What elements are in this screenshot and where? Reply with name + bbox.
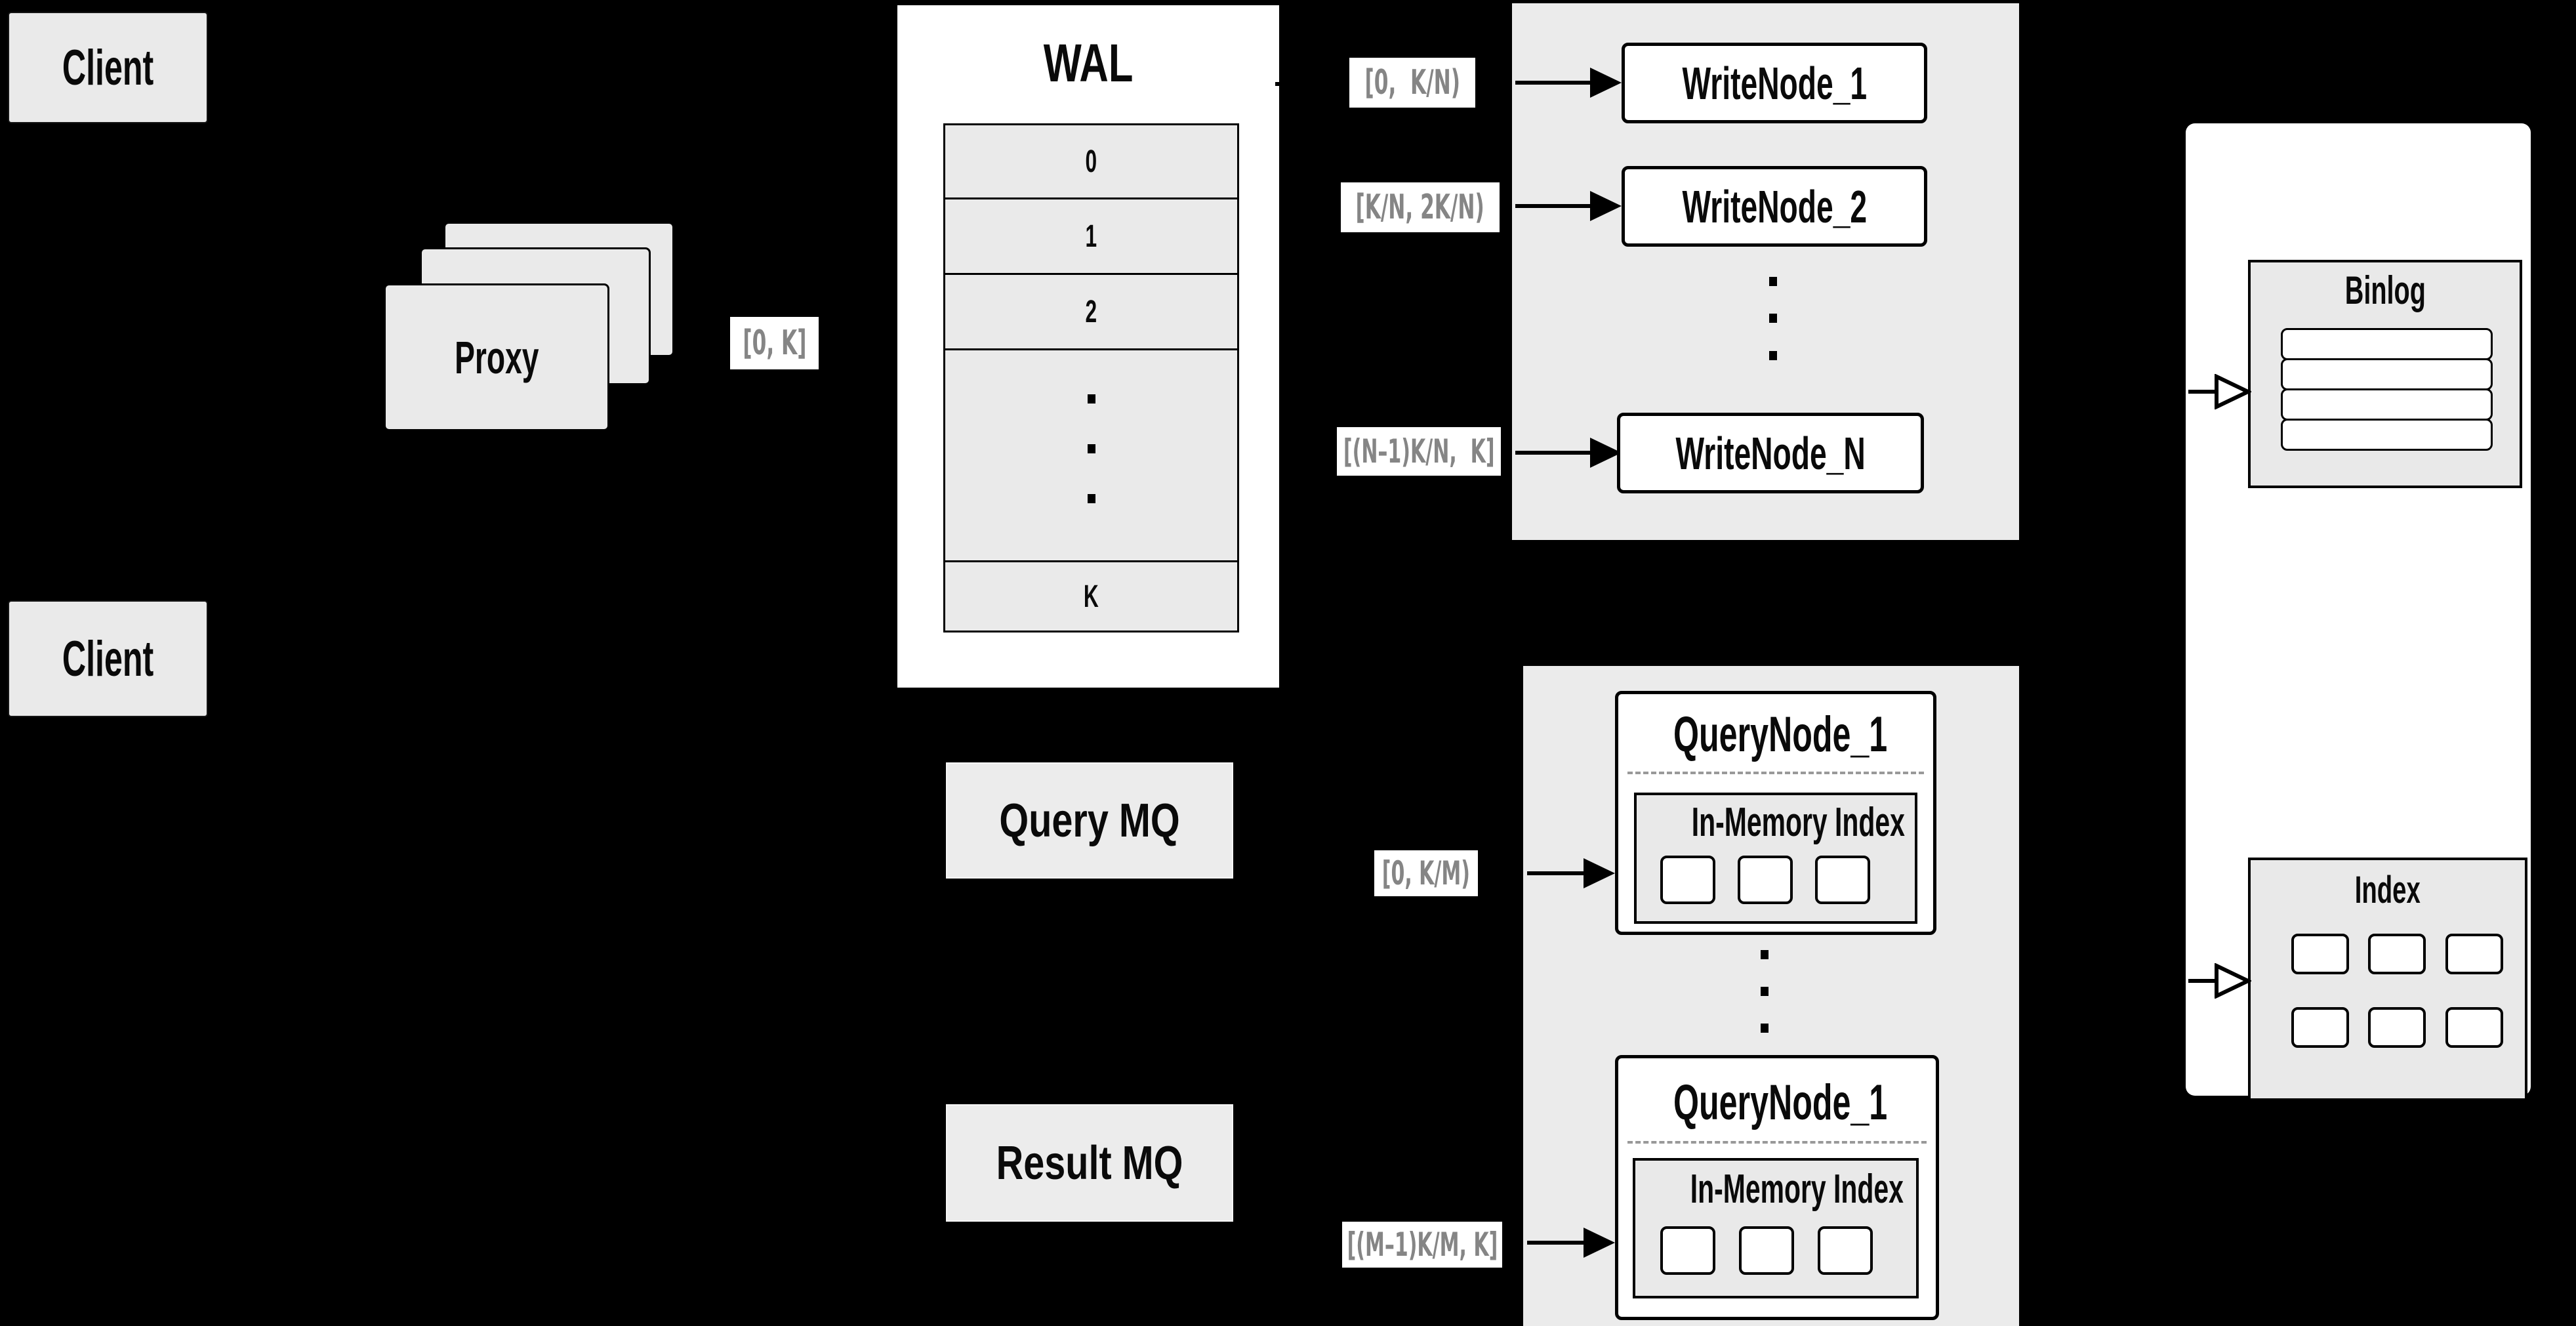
- binlog-title: Binlog: [2344, 268, 2426, 312]
- binlog-row: [2281, 358, 2493, 390]
- vertical-ellipsis: [1769, 277, 1777, 286]
- dashed-divider: [1627, 1141, 1927, 1144]
- index-cell: [2291, 934, 2349, 974]
- wal-slot-2: 2: [943, 273, 1239, 350]
- segment-cell: [1738, 856, 1793, 904]
- arrow-line: [2188, 979, 2217, 983]
- proxy-box-front: Proxy: [384, 283, 609, 431]
- segment-cell: [1818, 1226, 1873, 1275]
- index-cell: [2368, 934, 2426, 974]
- vertical-ellipsis: [1761, 1024, 1768, 1033]
- arrow-line: [1527, 1241, 1586, 1245]
- segment-cell: [1660, 1226, 1715, 1275]
- arrow-head-icon: [1590, 438, 1622, 468]
- wal-slot-ellipsis: [943, 348, 1239, 562]
- client-box-top: Client: [8, 12, 208, 123]
- open-arrow-head-icon: [2215, 374, 2251, 409]
- range-label-write-n: [(N–1)K/N, K]: [1337, 427, 1501, 476]
- index-cell: [2445, 934, 2503, 974]
- index-box: Index: [2248, 858, 2527, 1101]
- arrow-head-icon: [1590, 68, 1622, 98]
- client-bottom-label: Client: [62, 631, 154, 687]
- binlog-row: [2281, 419, 2493, 451]
- in-memory-index-title: In-Memory Index: [1691, 800, 1905, 845]
- segment-cell: [1660, 856, 1715, 904]
- arrow-line: [1527, 871, 1586, 875]
- write-node-2: WriteNode_2: [1622, 166, 1927, 247]
- client-box-bottom: Client: [8, 600, 208, 717]
- binlog-row: [2281, 328, 2493, 360]
- range-label-write-2: [K/N, 2K/N): [1341, 182, 1500, 232]
- client-top-label: Client: [62, 39, 154, 96]
- index-cell: [2291, 1007, 2349, 1048]
- vertical-ellipsis: [1761, 987, 1768, 996]
- arrow-line: [1515, 451, 1593, 455]
- index-cell: [2445, 1007, 2503, 1048]
- segment-cell: [1739, 1226, 1794, 1275]
- range-label-query-m: [(M–1)K/M, K]: [1342, 1222, 1502, 1268]
- range-label-proxy-out: [0, K]: [730, 317, 819, 369]
- arrow-head-icon: [1590, 191, 1622, 221]
- dashed-divider: [1627, 772, 1924, 774]
- arrow-line: [2188, 390, 2217, 394]
- in-memory-index-title: In-Memory Index: [1690, 1167, 1904, 1212]
- vertical-ellipsis: [1761, 950, 1768, 959]
- proxy-label: Proxy: [454, 331, 539, 383]
- arrow-line: [1515, 204, 1593, 208]
- wal-title: WAL: [1043, 33, 1134, 93]
- query-node-second: QueryNode_1 In-Memory Index: [1615, 1055, 1939, 1320]
- range-label-write-1: [0, K/N): [1349, 58, 1475, 108]
- wal-slot-k: K: [943, 560, 1239, 632]
- result-mq-box: Result MQ: [946, 1104, 1233, 1222]
- vertical-ellipsis: [1769, 351, 1777, 360]
- vertical-ellipsis: [1088, 494, 1095, 503]
- arrow-tail-dash: [1275, 82, 1283, 86]
- in-memory-index-box: In-Memory Index: [1634, 793, 1917, 924]
- vertical-ellipsis: [1769, 314, 1777, 323]
- range-label-query-1: [0, K/M): [1374, 850, 1478, 896]
- query-node-first: QueryNode_1 In-Memory Index: [1615, 691, 1936, 935]
- wal-slot-1: 1: [943, 197, 1239, 275]
- write-node-n: WriteNode_N: [1617, 413, 1924, 493]
- wal-slot-0: 0: [943, 123, 1239, 199]
- index-title: Index: [2355, 869, 2421, 911]
- query-mq-box: Query MQ: [946, 762, 1233, 879]
- open-arrow-head-icon: [2215, 963, 2251, 999]
- arrow-head-icon: [1584, 858, 1615, 888]
- arrow-line: [1515, 81, 1593, 85]
- vertical-ellipsis: [1088, 444, 1095, 453]
- query-node-second-title: QueryNode_1: [1673, 1075, 1888, 1130]
- index-cell: [2368, 1007, 2426, 1048]
- in-memory-index-box: In-Memory Index: [1633, 1158, 1919, 1298]
- query-node-first-title: QueryNode_1: [1673, 707, 1888, 762]
- query-mq-label: Query MQ: [999, 794, 1180, 847]
- result-mq-label: Result MQ: [996, 1136, 1183, 1190]
- arrow-head-icon: [1584, 1228, 1615, 1258]
- wal-box: WAL 0 1 2 K: [895, 3, 1283, 690]
- binlog-box: Binlog: [2248, 260, 2522, 488]
- binlog-row: [2281, 388, 2493, 421]
- write-node-1: WriteNode_1: [1622, 43, 1927, 123]
- segment-cell: [1815, 856, 1870, 904]
- store-engine-box: Store Engine Binlog Index: [2186, 123, 2531, 1101]
- vertical-ellipsis: [1088, 394, 1095, 404]
